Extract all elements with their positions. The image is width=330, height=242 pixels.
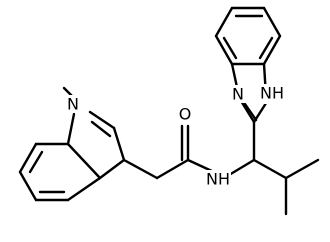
bond: [18, 142, 38, 174]
bond: [258, 36, 274, 60]
bond: [262, 6, 282, 38]
amide-oxygen-label: O: [179, 105, 192, 124]
bond: [66, 176, 102, 202]
bond: [214, 34, 234, 66]
bond: [252, 158, 288, 180]
indole-nitrogen-label: N: [67, 95, 79, 114]
bond: [62, 86, 74, 98]
bond: [262, 34, 282, 66]
bond: [88, 110, 116, 130]
bond: [155, 158, 190, 180]
amide-nitrogen-label: NH: [206, 170, 230, 189]
imidazole-nitrogen-label: N: [232, 85, 244, 104]
bond: [284, 158, 320, 180]
bond: [18, 170, 38, 202]
bond: [90, 120, 112, 138]
bond: [98, 158, 126, 180]
bond: [214, 6, 234, 38]
bond: [243, 102, 258, 122]
bond: [222, 36, 238, 60]
bond: [112, 126, 126, 162]
bond: [66, 142, 102, 180]
atom-labels: N O NH N NH: [65, 84, 286, 189]
imidazole-nh-label: NH: [260, 84, 284, 103]
bond: [66, 112, 76, 146]
bond: [122, 158, 159, 180]
bond: [28, 150, 44, 174]
bond-lines: [18, 6, 320, 216]
